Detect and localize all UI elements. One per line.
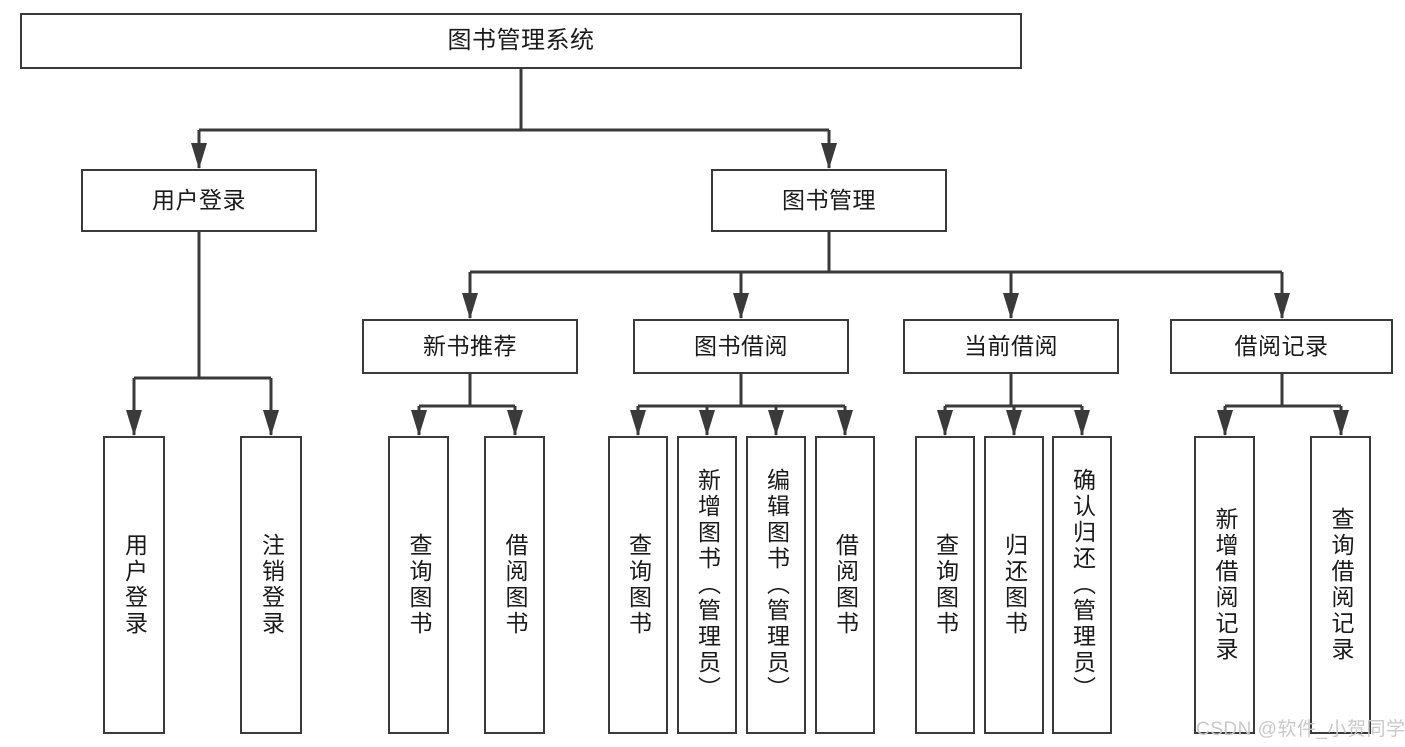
node-label-leaf-add-book: 新增图书（管理员） — [694, 468, 721, 702]
node-leaf-return-book: 归还图书 — [984, 436, 1044, 734]
node-label-leaf-logout: 注销登录 — [258, 533, 285, 637]
node-label-leaf-return-book: 归还图书 — [1001, 533, 1028, 637]
node-borrow-record: 借阅记录 — [1170, 319, 1393, 374]
node-leaf-query-book-2: 查询图书 — [608, 436, 668, 734]
node-label-user-login: 用户登录 — [152, 187, 246, 214]
node-leaf-add-record: 新增借阅记录 — [1194, 436, 1255, 734]
node-label-book-borrow: 图书借阅 — [694, 333, 788, 360]
node-user-login: 用户登录 — [81, 169, 317, 232]
node-label-current-borrow: 当前借阅 — [964, 333, 1058, 360]
node-label-leaf-query-book-1: 查询图书 — [406, 533, 432, 637]
node-book-borrow: 图书借阅 — [633, 319, 849, 374]
node-leaf-logout: 注销登录 — [240, 436, 302, 734]
node-label-leaf-borrow-book-1: 借阅图书 — [502, 533, 528, 637]
node-label-leaf-query-book-3: 查询图书 — [932, 533, 959, 637]
node-leaf-query-book-3: 查询图书 — [915, 436, 975, 734]
node-new-book-recommend: 新书推荐 — [362, 319, 578, 374]
node-label-root: 图书管理系统 — [447, 27, 595, 55]
node-leaf-add-book: 新增图书（管理员） — [677, 436, 737, 734]
csdn-watermark: CSDN @软件_小贺同学 — [1196, 719, 1405, 740]
node-leaf-edit-book: 编辑图书（管理员） — [746, 436, 806, 734]
node-leaf-query-book-1: 查询图书 — [388, 436, 449, 734]
node-label-leaf-add-record: 新增借阅记录 — [1212, 507, 1238, 663]
node-label-leaf-query-book-2: 查询图书 — [625, 533, 652, 637]
node-label-leaf-edit-book: 编辑图书（管理员） — [763, 468, 790, 702]
node-current-borrow: 当前借阅 — [903, 319, 1119, 374]
node-label-leaf-user-login: 用户登录 — [121, 533, 148, 637]
node-label-leaf-confirm-return: 确认归还（管理员） — [1069, 468, 1096, 702]
node-leaf-query-record: 查询借阅记录 — [1310, 436, 1371, 734]
node-label-leaf-query-record: 查询借阅记录 — [1328, 507, 1354, 663]
node-book-management: 图书管理 — [711, 169, 947, 232]
node-leaf-user-login: 用户登录 — [103, 436, 165, 734]
node-label-new-book-recommend: 新书推荐 — [423, 333, 517, 360]
node-leaf-borrow-book-2: 借阅图书 — [815, 436, 875, 734]
node-leaf-confirm-return: 确认归还（管理员） — [1052, 436, 1112, 734]
node-leaf-borrow-book-1: 借阅图书 — [484, 436, 545, 734]
node-root: 图书管理系统 — [20, 13, 1022, 69]
node-label-borrow-record: 借阅记录 — [1234, 333, 1329, 360]
node-label-leaf-borrow-book-2: 借阅图书 — [832, 533, 859, 637]
node-label-book-management: 图书管理 — [782, 187, 876, 214]
